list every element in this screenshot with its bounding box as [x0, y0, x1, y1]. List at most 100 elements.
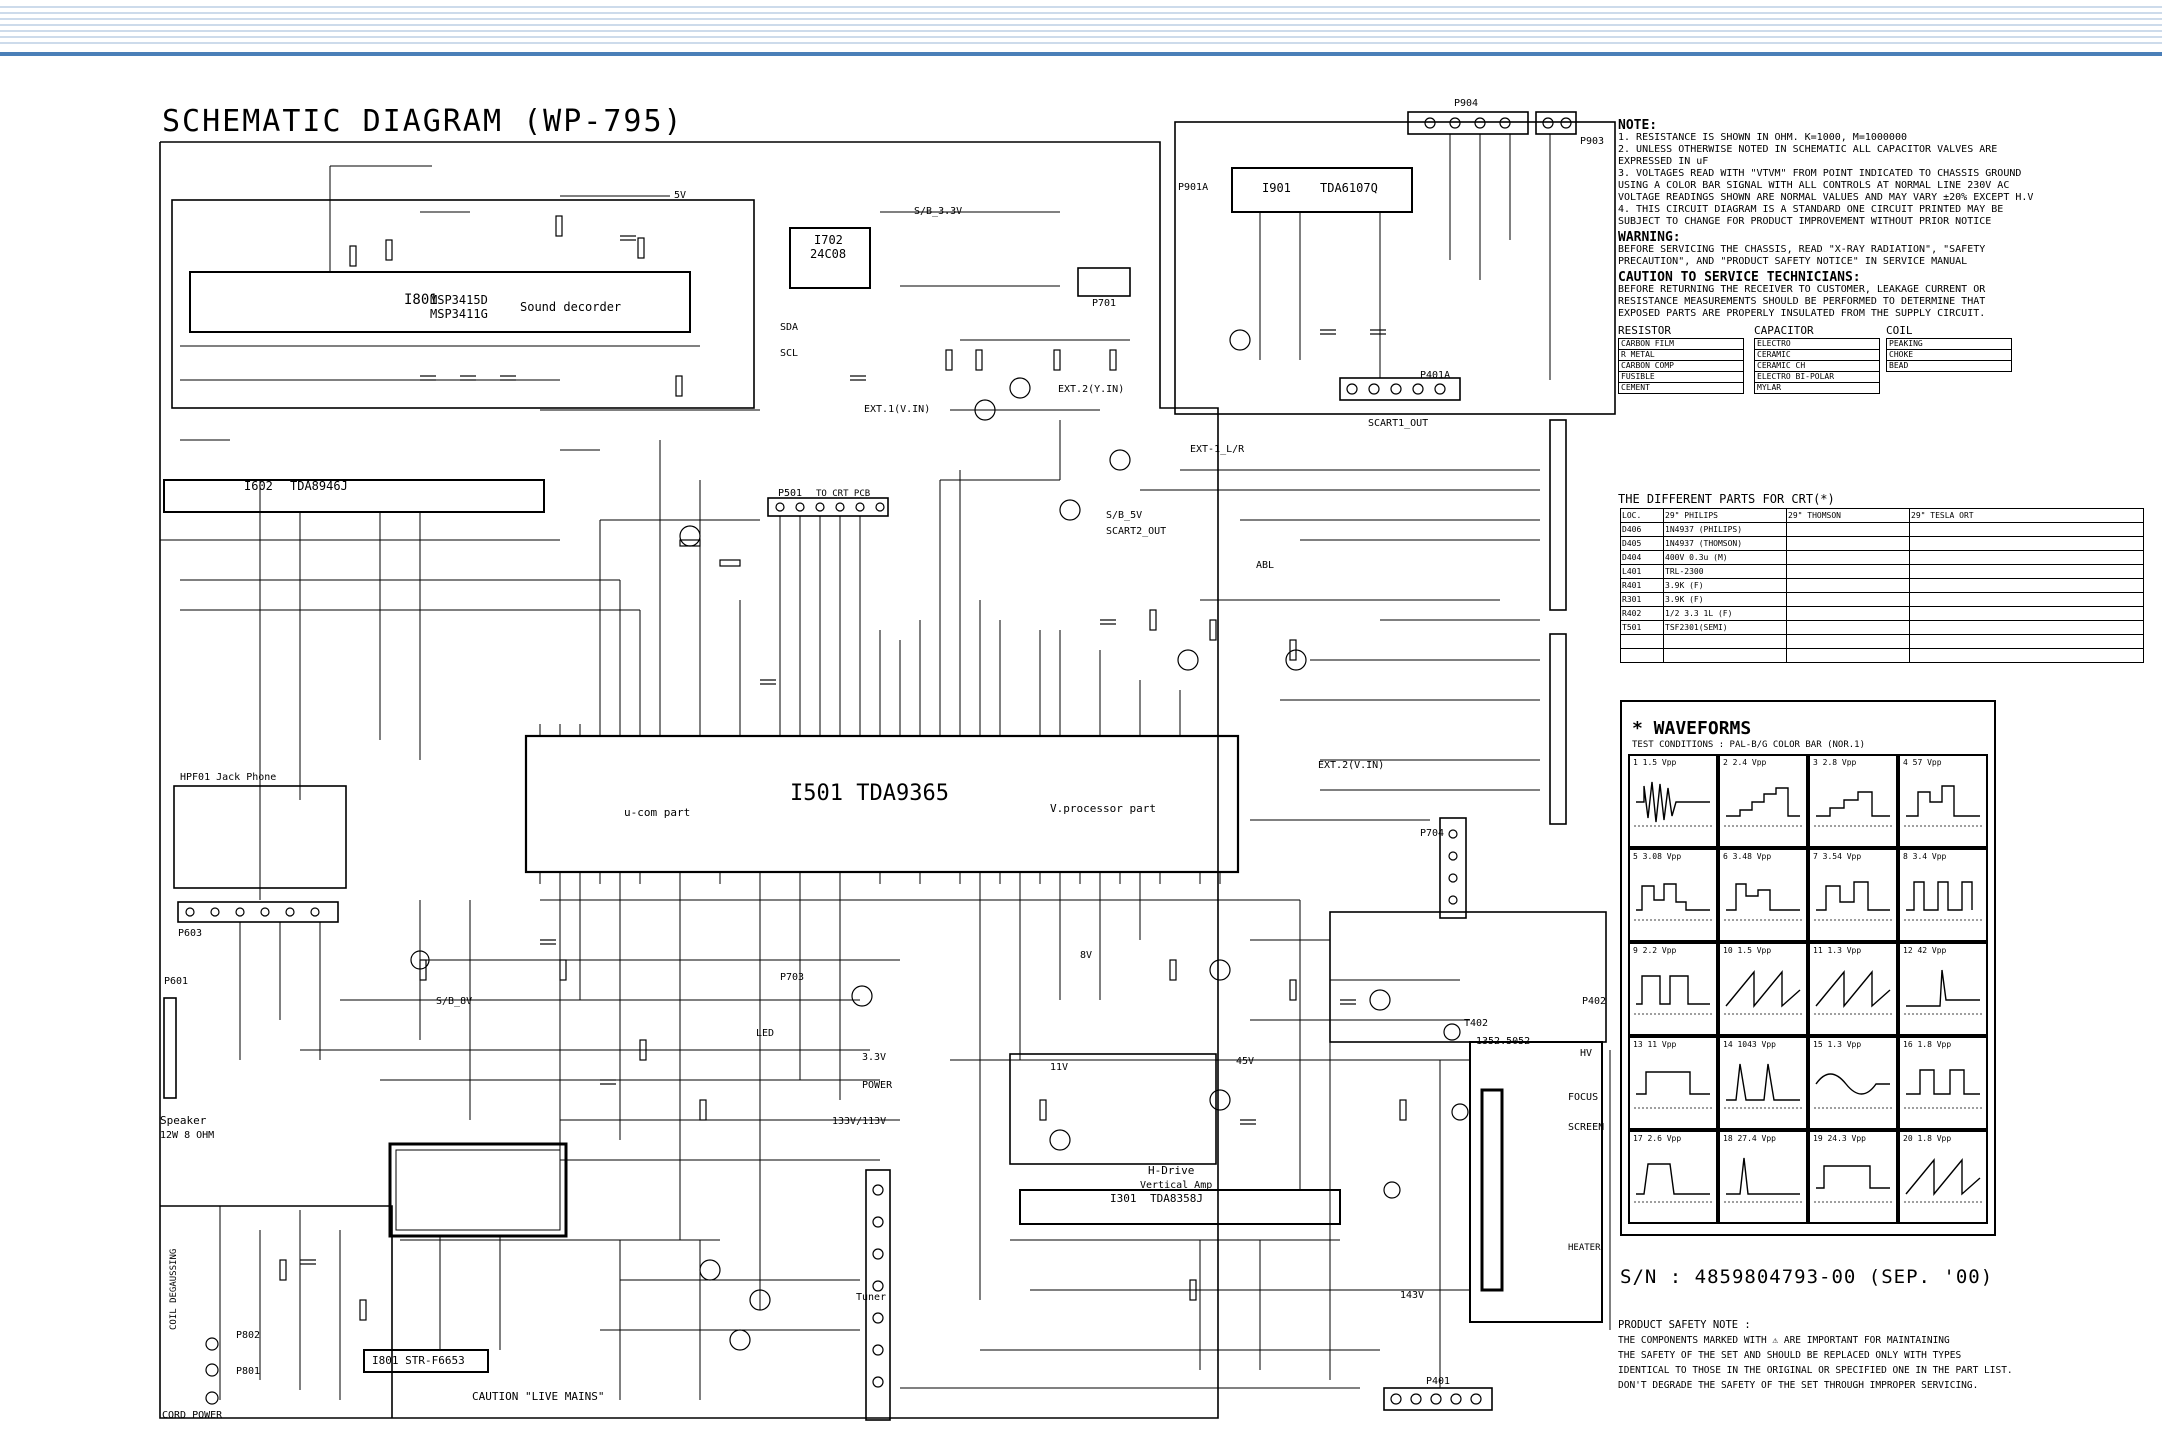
- waveform-trace: [1814, 1073, 1892, 1109]
- waveform-label: 20 1.8 Vpp: [1903, 1134, 1952, 1143]
- waveform-path: [1726, 787, 1800, 817]
- t402-part: 1352.5052: [1476, 1036, 1530, 1047]
- waveform-path: [1906, 785, 1980, 817]
- table-cell: 1/2 3.3 1L (F): [1663, 606, 1787, 621]
- waveform-label: 6 3.48 Vpp: [1723, 852, 1772, 861]
- waveform-path: [1816, 881, 1890, 911]
- table-cell: TRL-2300: [1663, 564, 1787, 579]
- waveforms-panel: [1620, 700, 1996, 1236]
- 133v-113v-label: 133V/113V: [832, 1116, 886, 1127]
- waveform-trace: [1724, 787, 1802, 827]
- waveform-label: 14 1043 Vpp: [1723, 1040, 1776, 1049]
- focus-label: FOCUS: [1568, 1092, 1598, 1103]
- waveform-cell: 17 2.6 Vpp: [1628, 1130, 1718, 1224]
- p701-label: P701: [1092, 298, 1116, 309]
- waveform-trace: [1724, 1063, 1802, 1109]
- caution-heading: CAUTION TO SERVICE TECHNICIANS:: [1618, 270, 1861, 285]
- waveform-trace: [1904, 881, 1982, 921]
- p401-label: P401: [1426, 1376, 1450, 1387]
- waveform-path: [1906, 969, 1980, 1007]
- t402-label: T402: [1464, 1018, 1488, 1029]
- waveform-trace: [1634, 781, 1712, 827]
- waveform-path: [1636, 1163, 1710, 1195]
- waveform-trace: [1904, 969, 1982, 1015]
- waveform-path: [1726, 883, 1800, 911]
- waveform-cell: 19 24.3 Vpp: [1808, 1130, 1898, 1224]
- ext1-lr-label: EXT-1_L/R: [1190, 444, 1245, 455]
- legend-row: MYLAR: [1757, 383, 1782, 392]
- waveform-trace: [1634, 883, 1712, 921]
- sb-3v3-label: S/B_3.3V: [914, 206, 962, 217]
- waveform-path: [1726, 1157, 1800, 1195]
- i301-label: I301: [1110, 1192, 1137, 1205]
- waveform-trace: [1904, 785, 1982, 827]
- p901a-label: P901A: [1178, 182, 1208, 193]
- waveform-trace: [1724, 883, 1802, 921]
- capacitor-heading: CAPACITOR: [1754, 324, 1814, 337]
- i702-part: 24C08: [810, 247, 846, 261]
- waveform-label: 10 1.5 Vpp: [1723, 946, 1772, 955]
- parts-header: 29" PHILIPS: [1663, 508, 1787, 523]
- waveform-path: [1636, 975, 1710, 1005]
- waveform-path: [1636, 883, 1710, 911]
- waveform-cell: 2 2.4 Vpp: [1718, 754, 1808, 848]
- legend-row: CHOKE: [1887, 350, 2011, 361]
- notes-heading: NOTE:: [1618, 118, 1658, 133]
- safety-line: IDENTICAL TO THOSE IN THE ORIGINAL OR SP…: [1618, 1365, 2013, 1376]
- p704-label: P704: [1420, 828, 1444, 839]
- waveform-cell: 15 1.3 Vpp: [1808, 1036, 1898, 1130]
- waveform-label: 7 3.54 Vpp: [1813, 852, 1862, 861]
- note-line: EXPRESSED IN uF: [1618, 156, 1709, 167]
- waveform-path: [1816, 1165, 1890, 1189]
- i801-part-2: MSP3411G: [430, 307, 488, 321]
- power-label: POWER: [862, 1080, 893, 1091]
- note-line: 4. THIS CIRCUIT DIAGRAM IS A STANDARD ON…: [1618, 204, 2004, 215]
- waveform-trace: [1814, 791, 1892, 827]
- waveform-trace: [1634, 975, 1712, 1015]
- coil-degaussing-label: COIL DEGAUSSING: [169, 1249, 179, 1330]
- waveform-trace: [1814, 881, 1892, 921]
- waveform-cell: 14 1043 Vpp: [1718, 1036, 1808, 1130]
- waveform-cell: 3 2.8 Vpp: [1808, 754, 1898, 848]
- note-line: SUBJECT TO CHANGE FOR PRODUCT IMPROVEMEN…: [1618, 216, 1992, 227]
- waveform-label: 15 1.3 Vpp: [1813, 1040, 1862, 1049]
- warning-line: PRECAUTION", AND "PRODUCT SAFETY NOTICE"…: [1618, 256, 1968, 267]
- waveform-label: 11 1.3 Vpp: [1813, 946, 1862, 955]
- table-cell: L401: [1620, 564, 1664, 579]
- legend-row: BEAD: [1889, 361, 1909, 370]
- p603-label: P603: [178, 928, 202, 939]
- waveform-label: 1 1.5 Vpp: [1633, 758, 1677, 767]
- sb-8v-label: S/B_8V: [436, 996, 472, 1007]
- waveform-cell: 8 3.4 Vpp: [1898, 848, 1988, 942]
- speaker-label: Speaker: [160, 1114, 207, 1127]
- table-cell: R401: [1620, 578, 1664, 593]
- p401a-label: P401A: [1420, 370, 1450, 381]
- p601-label: P601: [164, 976, 188, 987]
- waveform-path: [1636, 1071, 1710, 1095]
- waveform-cell: 7 3.54 Vpp: [1808, 848, 1898, 942]
- parts-table-title: THE DIFFERENT PARTS FOR CRT(*): [1618, 492, 1835, 506]
- jack-phone-label: HPF01 Jack Phone: [180, 772, 276, 783]
- p903-label: P903: [1580, 136, 1604, 147]
- waveform-label: 19 24.3 Vpp: [1813, 1134, 1866, 1143]
- i501-ucom-part: u-com part: [624, 806, 690, 819]
- 11v-label: 11V: [1050, 1062, 1068, 1073]
- product-safety-note: PRODUCT SAFETY NOTE : THE COMPONENTS MAR…: [1618, 1318, 2138, 1393]
- table-cell: 3.9K (F): [1663, 592, 1787, 607]
- cord-power-label: CORD POWER: [162, 1410, 223, 1421]
- caution-line: EXPOSED PARTS ARE PROPERLY INSULATED FRO…: [1618, 308, 1986, 319]
- table-cell: D404: [1620, 550, 1664, 565]
- legend-row: CERAMIC: [1755, 350, 1879, 361]
- waveform-trace: [1724, 970, 1802, 1015]
- heater-label: HEATER: [1568, 1243, 1601, 1253]
- 8v-label: 8V: [1080, 950, 1092, 961]
- table-cell: 3.9K (F): [1663, 578, 1787, 593]
- waveform-cell: 20 1.8 Vpp: [1898, 1130, 1988, 1224]
